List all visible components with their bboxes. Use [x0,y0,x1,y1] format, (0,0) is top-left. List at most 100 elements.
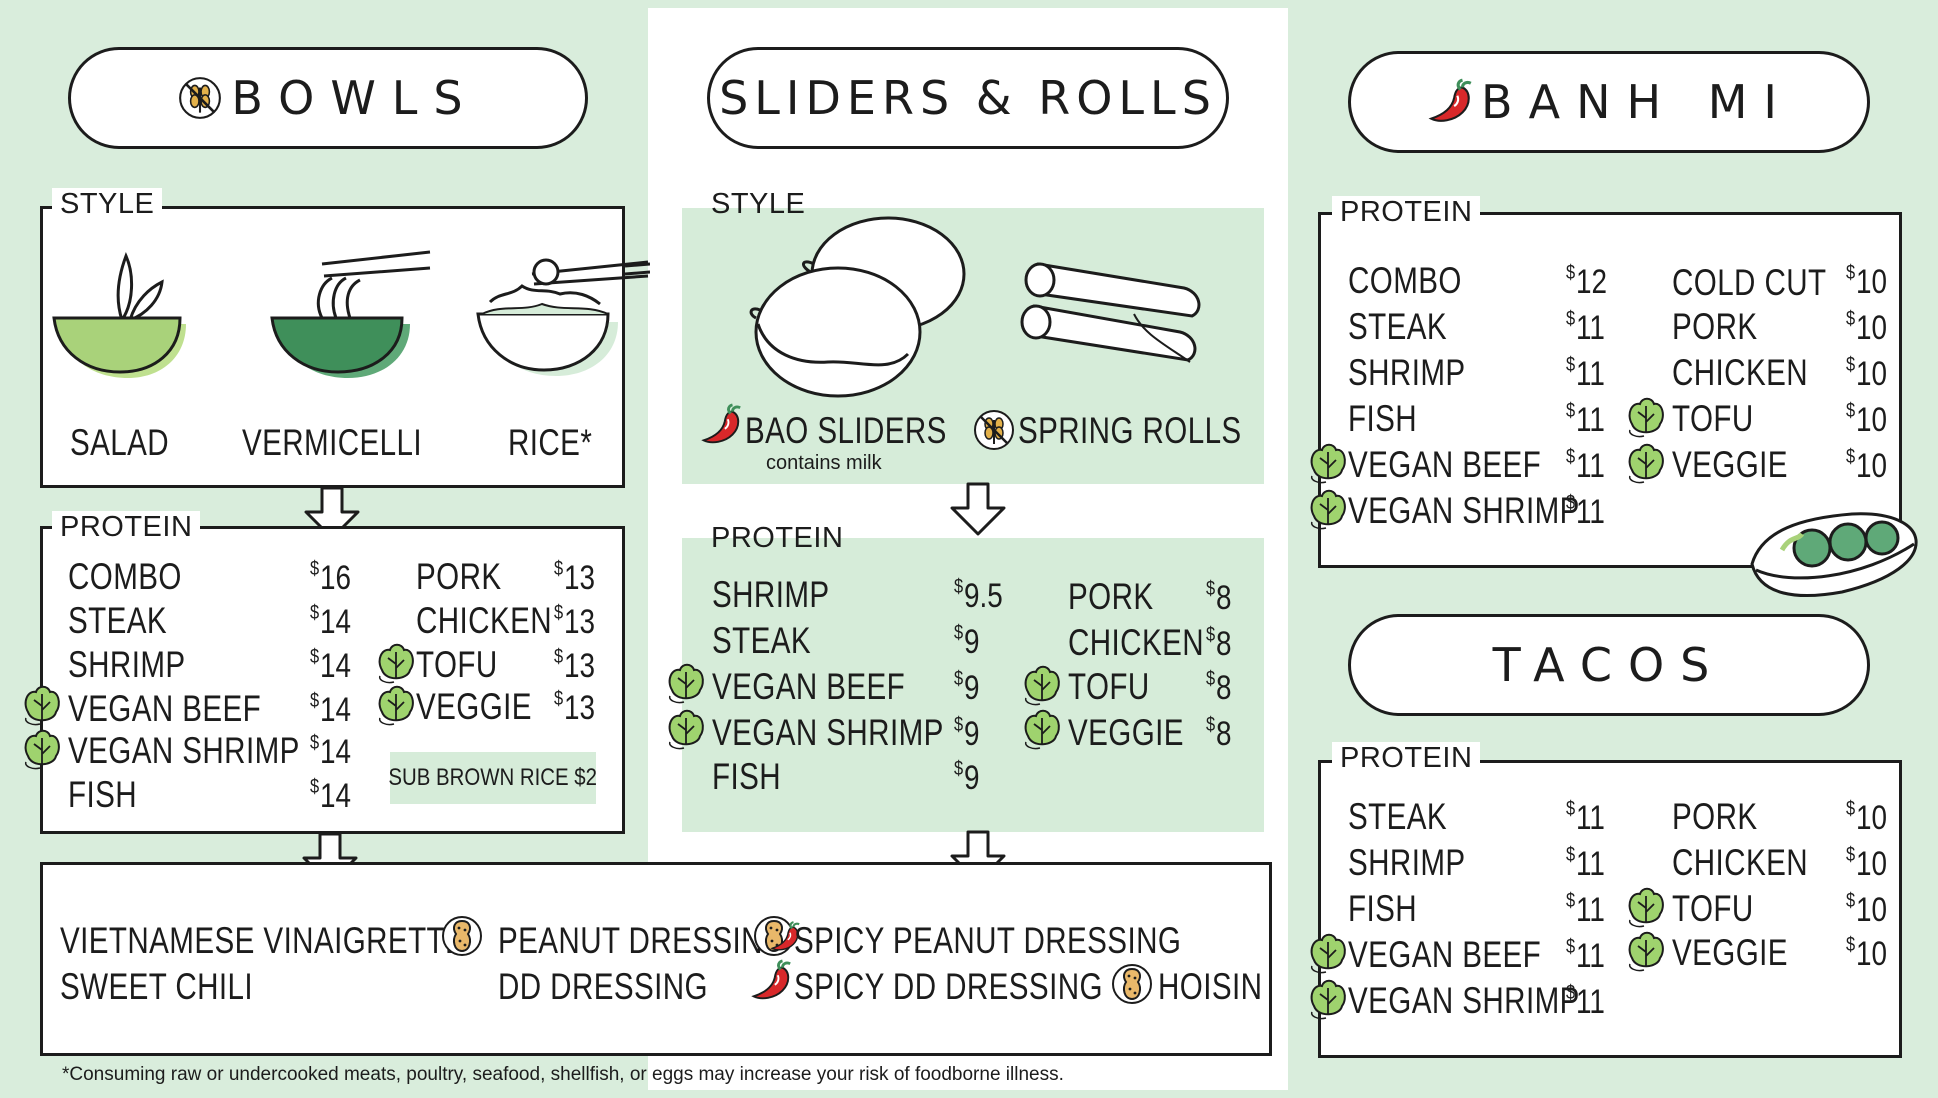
bowls-price: $16 [310,558,351,597]
bowls-header: BOWLS [68,47,588,149]
dressing-spicy-peanut: SPICY PEANUT DRESSING [794,920,1182,961]
tacos-item-chicken: CHICKEN [1672,842,1809,883]
sliders-price: $9 [954,714,980,753]
banhmi-price: $11 [1566,354,1605,393]
chopstick-tip [625,262,650,276]
banhmi-item-steak: STEAK [1348,306,1448,347]
banhmi-protein-legend: PROTEIN [1332,196,1481,229]
gluten-free-icon [177,75,223,121]
sliders-item-fish: FISH [712,756,782,797]
bowls-item-tofu: TOFU [416,644,498,685]
tacos-item-shrimp: SHRIMP [1348,842,1466,883]
sliders-price: $9 [954,668,980,707]
banhmi-header: BANH MI [1348,51,1870,153]
vegan-lettuce-icon [22,682,62,726]
sliders-price: $8 [1206,624,1232,663]
banhmi-item-vegan-beef: VEGAN BEEF [1348,444,1542,485]
tacos-item-fish: FISH [1348,888,1418,929]
banhmi-item-shrimp: SHRIMP [1348,352,1466,393]
rice-bowl-icon [476,258,649,376]
vegan-lettuce-icon [666,706,706,750]
banhmi-item-chicken: CHICKEN [1672,352,1809,393]
banh-mi-sandwich-icon [1750,512,1918,598]
tacos-title: TACOS [1492,638,1726,692]
sliders-item-shrimp: SHRIMP [712,574,830,615]
sliders-item-steak: STEAK [712,620,812,661]
sliders-item-chicken: CHICKEN [1068,622,1205,663]
bowls-price: $13 [554,602,595,641]
bowls-item-chicken: CHICKEN [416,600,553,641]
banhmi-item-tofu: TOFU [1672,398,1754,439]
tacos-price: $11 [1566,798,1605,837]
sliders-price: $8 [1206,668,1232,707]
peanut-icon [440,914,484,958]
banhmi-price: $10 [1846,446,1887,485]
banhmi-price: $10 [1846,400,1887,439]
vegan-lettuce-icon [1308,976,1348,1020]
tacos-item-tofu: TOFU [1672,888,1754,929]
sliders-item-pork: PORK [1068,576,1154,617]
tacos-price: $11 [1566,936,1605,975]
bowls-item-vegan-beef: VEGAN BEEF [68,688,262,729]
bowls-item-pork: PORK [416,556,502,597]
bao-slider-icon [749,216,966,398]
dressing-vinaigrette: VIETNAMESE VINAIGRETTE [60,920,466,961]
tacos-header: TACOS [1348,614,1870,716]
style-vermicelli: VERMICELLI [242,422,423,463]
vermicelli-bowl-icon [270,250,431,378]
banhmi-price: $11 [1566,492,1605,531]
sliders-price: $8 [1206,714,1232,753]
tacos-price: $10 [1846,798,1887,837]
style-rice: RICE* [508,422,593,463]
chili-pepper-icon [698,402,744,448]
dressing-spicy-dd: SPICY DD DRESSING [794,966,1103,1007]
sliders-price: $9 [954,758,980,797]
vegan-lettuce-icon [376,682,416,726]
tacos-item-vegan-shrimp: VEGAN SHRIMP [1348,980,1580,1021]
bowls-item-fish: FISH [68,774,138,815]
salad-bowl-icon [52,252,186,378]
peanut-icon [1110,962,1154,1006]
banhmi-item-veggie: VEGGIE [1672,444,1788,485]
gluten-free-icon [972,408,1016,452]
bowls-item-combo: COMBO [68,556,182,597]
bowls-price: $14 [310,732,351,771]
sliders-price: $9 [954,622,980,661]
banhmi-price: $11 [1566,446,1605,485]
bowls-title: BOWLS [231,71,479,125]
sliders-price: $8 [1206,578,1232,617]
tacos-price: $10 [1846,890,1887,929]
vegan-lettuce-icon [1626,394,1666,438]
sliders-item-vegan-beef: VEGAN BEEF [712,666,906,707]
vegan-lettuce-icon [1626,928,1666,972]
style-salad: SALAD [70,422,170,463]
bowls-price: $14 [310,646,351,685]
tacos-protein-box [1318,760,1902,1058]
banhmi-title: BANH MI [1481,75,1793,129]
bao-sliders-label: BAO SLIDERS [745,410,947,451]
vegan-lettuce-icon [376,640,416,684]
sliders-title: SLIDERS & ROLLS [719,71,1217,125]
tacos-price: $11 [1566,890,1605,929]
banhmi-price: $10 [1846,354,1887,393]
sliders-style-legend: STYLE [711,188,806,220]
banhmi-item-fish: FISH [1348,398,1418,439]
vegan-lettuce-icon [666,660,706,704]
dressing-sweet-chili: SWEET CHILI [60,966,253,1007]
arrow-down-icon [948,482,1008,538]
banhmi-price: $10 [1846,262,1887,301]
vegan-lettuce-icon [1626,440,1666,484]
dressing-peanut: PEANUT DRESSING [498,920,787,961]
chili-pepper-icon [748,958,794,1004]
spring-roll-icon [1020,262,1201,363]
bowls-style-legend: STYLE [52,188,163,221]
bowls-price: $14 [310,776,351,815]
sliders-protein-box [682,538,1264,832]
bowls-item-vegan-shrimp: VEGAN SHRIMP [68,730,300,771]
bowls-item-shrimp: SHRIMP [68,644,186,685]
tacos-item-pork: PORK [1672,796,1758,837]
bowls-price: $13 [554,646,595,685]
tacos-item-veggie: VEGGIE [1672,932,1788,973]
chili-pepper-icon [1425,77,1475,127]
tacos-price: $11 [1566,982,1605,1021]
